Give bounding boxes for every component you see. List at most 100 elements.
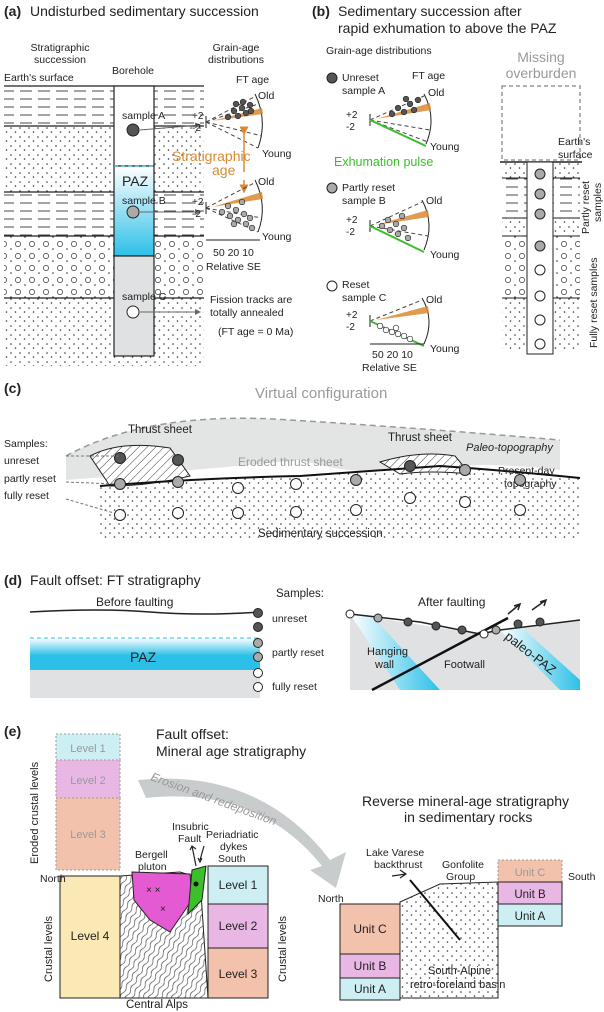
periadriatic-dyke	[187, 865, 207, 916]
eroded-level-2-label: Level 2	[70, 775, 105, 787]
sample-a-label: sample A	[122, 110, 165, 122]
panel-e-title-1: Fault offset:	[156, 726, 229, 742]
borehole-label: Borehole	[112, 65, 154, 77]
panel-e-title-2: Mineral age stratigraphy	[156, 743, 306, 759]
south-alpine-1: South-Alpine	[428, 965, 491, 977]
grain-label-2: distributions	[208, 54, 264, 66]
strat-age-label-2: age	[212, 162, 236, 178]
old-label-b: Old	[258, 176, 275, 188]
eroded-levels-label: Eroded crustal levels	[29, 761, 41, 864]
erosion-arrow	[138, 778, 346, 888]
south-right: South	[568, 871, 596, 883]
strat-age-label-1: Stratigraphic	[172, 148, 251, 164]
plus2-b-b: +2	[346, 215, 358, 226]
minus2-b-b: -2	[346, 227, 355, 238]
unreset-d: unreset	[272, 613, 307, 625]
varese-backthrust-line	[409, 879, 461, 941]
missing-overburden-box	[501, 85, 581, 161]
unit-b-right-label: Unit B	[514, 889, 546, 901]
panel-e: (e) Fault offset: Mineral age stratigrap…	[4, 723, 596, 1011]
erosion-label: Erosion and redeposition	[149, 770, 279, 829]
panel-b-title-1: Sedimentary succession after	[338, 3, 522, 19]
before-faulting: Before faulting	[96, 595, 173, 609]
radial-plot-b-c: Reset sample C Old Young +2 -2 50 20 10 …	[326, 279, 460, 374]
varese-1: Lake Varese	[366, 847, 424, 859]
reverse-title-2: in sedimentary rocks	[404, 809, 532, 825]
sed-succession-label: Sedimentary succession	[258, 528, 383, 540]
eroded-level-1-label: Level 1	[70, 743, 105, 755]
partly-reset-samples-1: Partly reset	[580, 181, 592, 234]
south-left: South	[218, 853, 246, 865]
minus2-b-c: -2	[346, 322, 355, 333]
grain-label-1: Grain-age	[213, 42, 260, 54]
panel-a: (a) Undisturbed sedimentary succession S…	[4, 3, 293, 366]
unit-a-left	[339, 977, 401, 1001]
radial-plot-b-a: Unreset sample A FT age Old Young +2 -2 …	[326, 70, 460, 169]
thrust-sheet-label-1: Thrust sheet	[128, 424, 193, 436]
strat-label-2: succession	[34, 54, 86, 66]
panel-d-tag: (d)	[4, 572, 22, 588]
earth-surface-label: Earth's surface	[4, 72, 74, 84]
hanging-wall-2: wall	[374, 659, 394, 671]
thrust-sheet-label-2: Thrust sheet	[388, 432, 453, 444]
plus2-b: +2	[192, 197, 204, 208]
plus2-b-a: +2	[346, 110, 358, 121]
insubric-2: Fault	[178, 833, 201, 845]
panel-d: (d) Fault offset: FT stratigraphy Before…	[4, 572, 581, 698]
sample-b-marker	[126, 205, 140, 219]
panel-b: (b) Sedimentary succession after rapid e…	[312, 3, 604, 374]
sandstone-layer-2	[4, 298, 204, 366]
gonfolite-2: Group	[446, 871, 475, 883]
panel-b-tag: (b)	[312, 3, 330, 19]
panel-a-title: Undisturbed sedimentary succession	[30, 3, 259, 19]
level-2-block	[207, 903, 269, 949]
unit-c-left-label: Unit C	[353, 922, 387, 936]
annealed-3: (FT age = 0 Ma)	[218, 326, 293, 338]
grain-label-b: Grain-age distributions	[326, 45, 432, 57]
panel-c-tag: (c)	[4, 380, 21, 396]
shale-layer-1	[4, 86, 204, 126]
unreset-b-2: sample A	[342, 85, 385, 97]
bergell-2: pluton	[138, 861, 167, 873]
partly-b-1: Partly reset	[342, 182, 395, 194]
radial-plot-b-b: Partly reset sample B Old Young +2 -2	[326, 182, 460, 261]
crustal-levels-right: Crustal levels	[277, 915, 289, 982]
present-day-2: topography	[504, 478, 557, 490]
paz-label: PAZ	[122, 173, 149, 189]
gonfolite-1: Gonfolite	[442, 859, 484, 871]
plus2-b-c: +2	[346, 310, 358, 321]
insubric-1: Insubric	[172, 821, 209, 833]
partly-b-2: sample B	[342, 195, 386, 207]
reverse-title-1: Reverse mineral-age stratigraphy	[362, 793, 569, 809]
unit-c-eroded-label: Unit C	[515, 867, 546, 879]
sample-b-label: sample B	[122, 195, 166, 207]
sed-succession-c	[100, 466, 580, 540]
sample-c-label: sample C	[122, 291, 167, 303]
hanging-wall-1: Hanging	[367, 646, 408, 658]
old-b-c: Old	[426, 294, 443, 306]
fully-reset-d: fully reset	[272, 681, 317, 693]
eroded-label: Eroded thrust sheet	[238, 455, 343, 469]
relative-se-a: Relative SE	[206, 261, 261, 273]
reset-b-1: Reset	[342, 279, 370, 291]
panel-b-title-2: rapid exhumation to above the PAZ	[338, 20, 557, 36]
unreset-b-1: Unreset	[342, 72, 379, 84]
level-3-block	[207, 947, 269, 999]
samples-label-c: Samples:	[4, 438, 48, 450]
sample-c-marker	[126, 305, 140, 319]
partly-reset-c: partly reset	[4, 473, 56, 485]
bergell-pluton	[131, 871, 193, 933]
old-b-b: Old	[426, 195, 443, 207]
missing-2: overburden	[506, 65, 577, 81]
eroded-level-3	[55, 797, 121, 871]
reset-b-2: sample C	[342, 292, 387, 304]
varese-2: backthrust	[374, 859, 423, 871]
after-faulting: After faulting	[418, 595, 485, 609]
annealed-1: Fission tracks are	[210, 294, 292, 306]
north-right: North	[318, 893, 344, 905]
unit-b-left	[339, 953, 401, 979]
unit-b-left-label: Unit B	[354, 959, 387, 973]
unit-a-right-label: Unit A	[515, 911, 546, 923]
paz-band-d	[30, 638, 260, 670]
se-ticks-b: 50 20 10	[372, 349, 413, 361]
